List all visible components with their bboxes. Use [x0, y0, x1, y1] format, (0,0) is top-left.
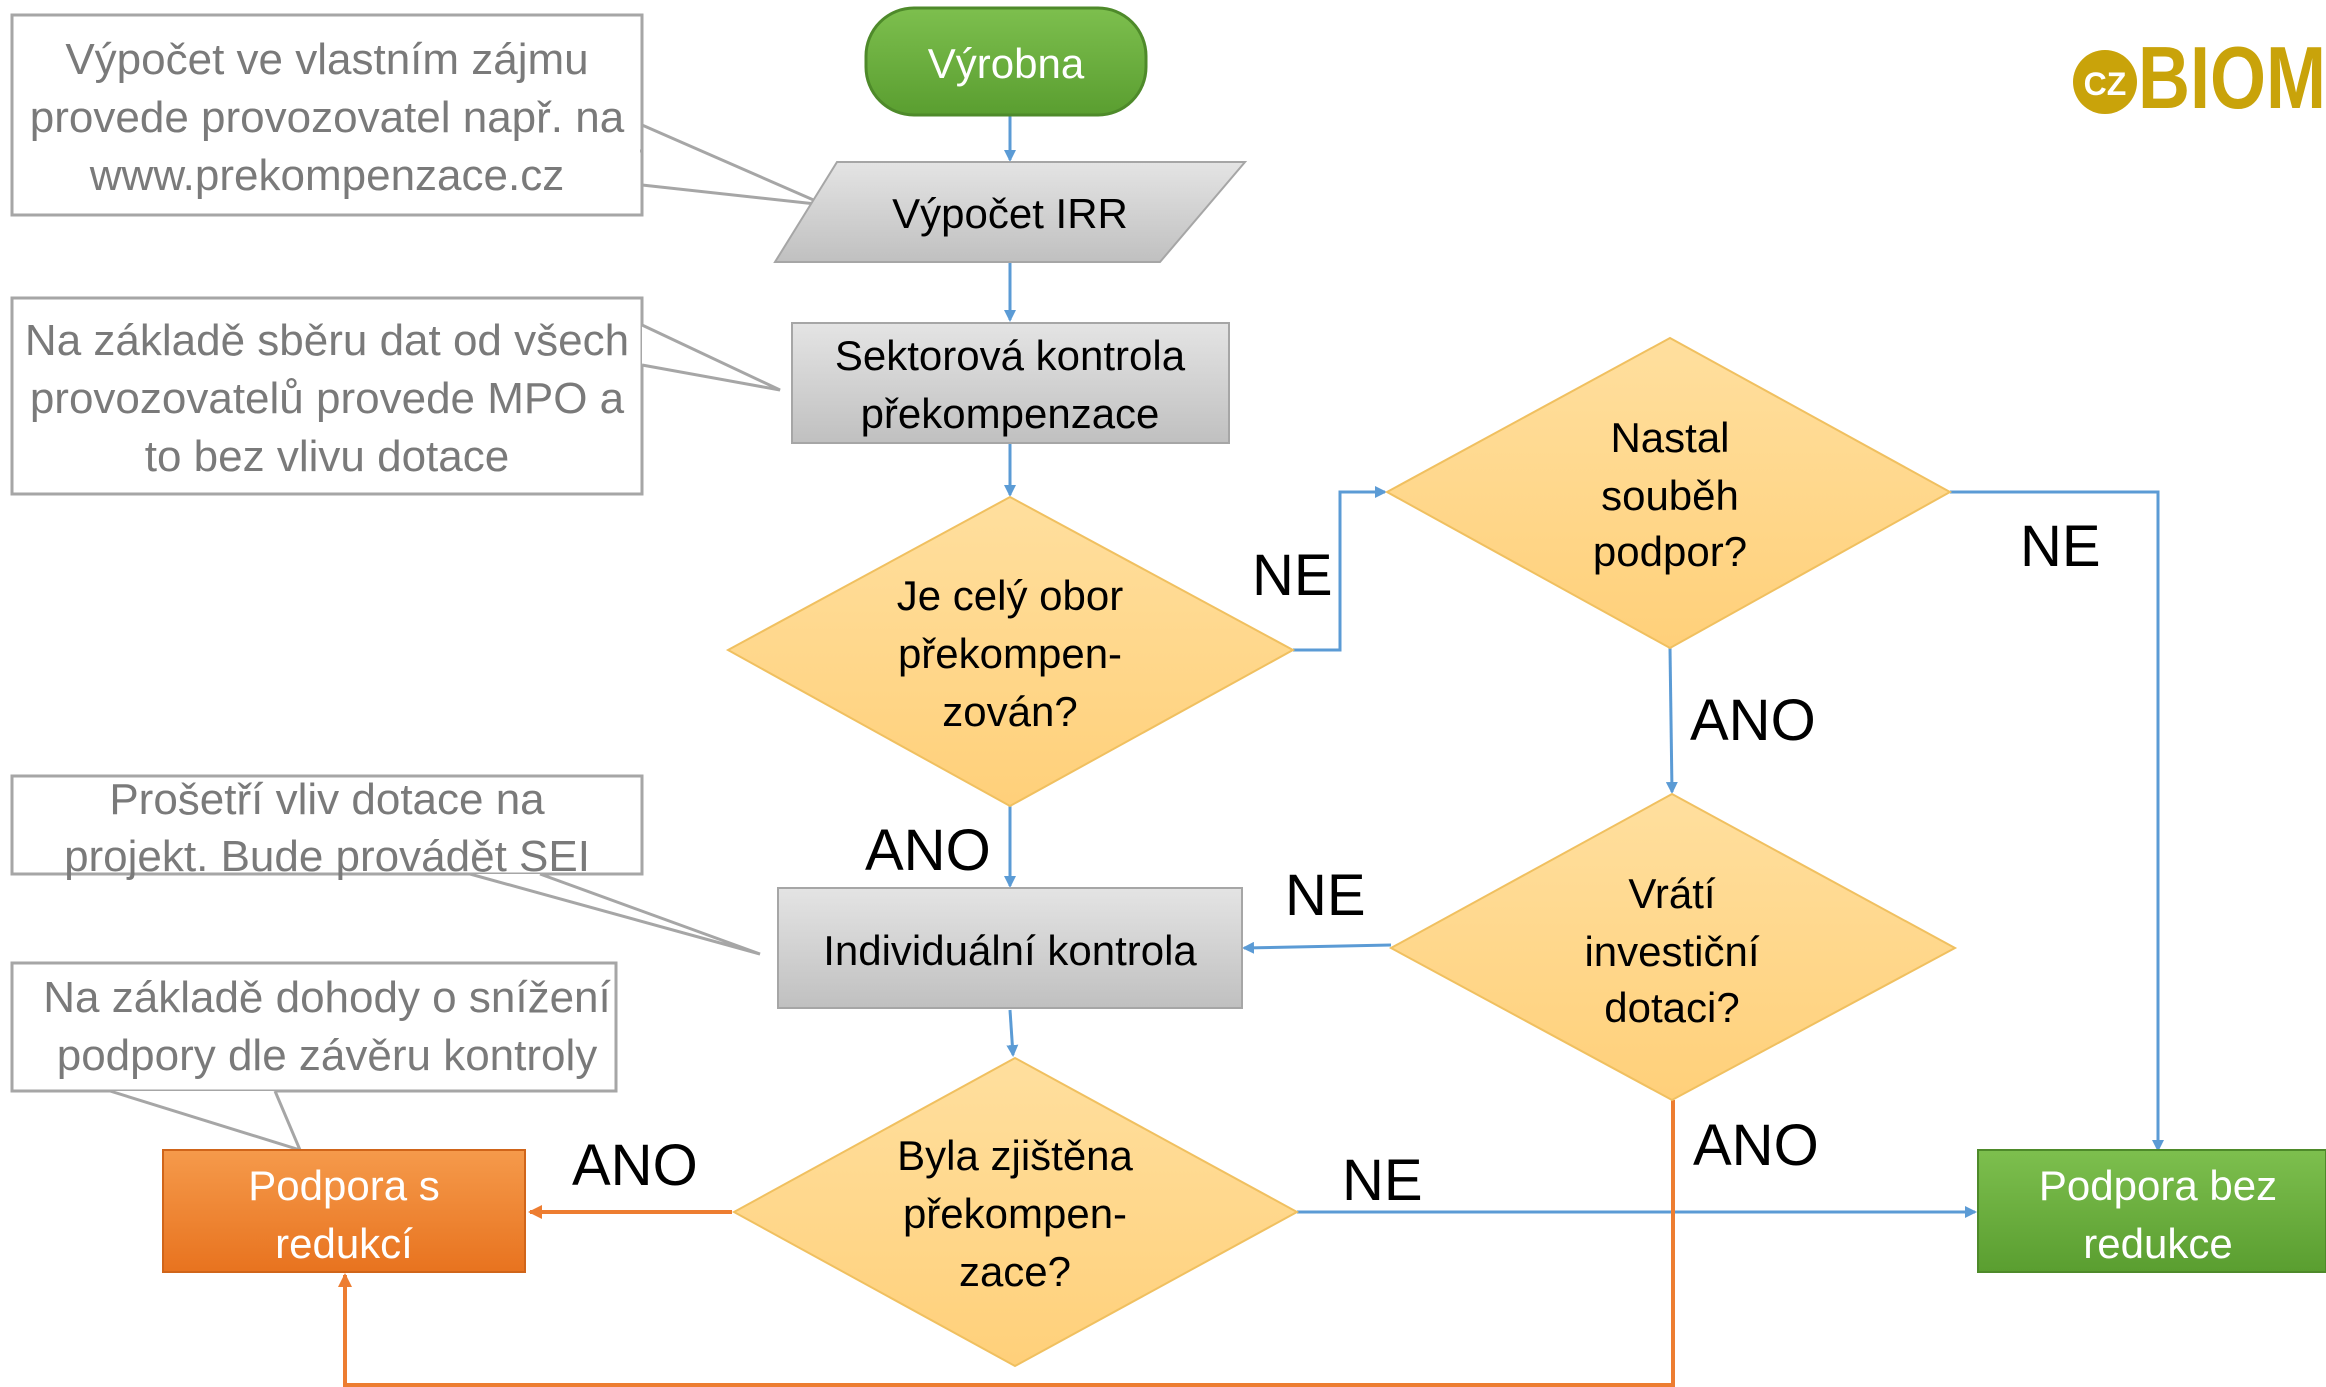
logo: CZ BIOM — [2073, 28, 2326, 127]
decision-return-line-1: Vrátí — [1628, 870, 1715, 917]
decision-found-line-2: překompen- — [903, 1190, 1127, 1237]
decision-sector-line-1: Je celý obor — [897, 572, 1123, 619]
decision-overlap-line-3: podpor? — [1593, 528, 1747, 575]
callout-individual: Prošetří vliv dotace na projekt. Bude pro… — [10, 774, 761, 956]
callout-irr: Výpočet ve vlastním zájmu provede provozo… — [10, 13, 826, 217]
node-sector-line-1: Sektorová kontrola — [835, 332, 1186, 379]
label-ano-overlap: ANO — [1690, 688, 1816, 753]
decision-return-line-3: dotaci? — [1604, 984, 1739, 1031]
node-start-label: Výrobna — [928, 40, 1085, 87]
label-ne-overlap: NE — [2020, 514, 2101, 579]
decision-sector-line-2: překompen- — [898, 630, 1122, 677]
callout-reduction-line-1: Na základě dohody o snížení — [43, 973, 611, 1022]
label-ne-sector: NE — [1252, 543, 1333, 608]
callout-reduction: Na základě dohody o snížení podpory dle z… — [10, 961, 618, 1153]
connector-individual-found — [1006, 1009, 1019, 1057]
label-ano-found: ANO — [572, 1133, 698, 1198]
callout-individual-line-2: projekt. Bude provádět SEI — [64, 832, 590, 881]
node-reduced-line-2: redukcí — [275, 1220, 413, 1267]
decision-return-line-2: investiční — [1584, 928, 1759, 975]
decision-return: Vrátí investiční dotaci? — [1388, 792, 1958, 1102]
connector-overlap-return — [1665, 647, 1678, 794]
decision-overlap-line-2: souběh — [1601, 472, 1739, 519]
node-reduced: Podpora s redukcí — [162, 1149, 526, 1273]
node-unreduced: Podpora bez redukce — [1977, 1149, 2326, 1273]
logo-circle-icon — [2073, 50, 2137, 114]
decision-overlap-line-1: Nastal — [1610, 414, 1729, 461]
connector-sector-overlap — [1293, 486, 1387, 652]
label-ano-sector: ANO — [865, 818, 991, 883]
connector-overlap-unreduced — [1950, 490, 2164, 1152]
callout-reduction-line-2: podpory dle závěru kontroly — [57, 1031, 598, 1080]
callout-sector-line-3: to bez vlivu dotace — [145, 432, 509, 481]
connector-return-individual — [1242, 941, 1392, 954]
callout-sector-line-2: provozovatelů provede MPO a — [30, 374, 625, 423]
node-irr: Výpočet IRR — [773, 161, 1248, 263]
callout-individual-line-1: Prošetří vliv dotace na — [109, 775, 545, 824]
decision-overlap: Nastal souběh podpor? — [1384, 336, 1953, 650]
node-irr-label: Výpočet IRR — [892, 190, 1128, 237]
node-sector-line-2: překompenzace — [861, 390, 1160, 437]
decision-sector-line-3: zován? — [942, 688, 1077, 735]
logo-prefix: CZ — [2084, 66, 2127, 102]
label-ano-return: ANO — [1693, 1113, 1819, 1178]
connector-return-reduced — [338, 1100, 1675, 1387]
node-unreduced-line-1: Podpora bez — [2039, 1162, 2277, 1209]
node-unreduced-line-2: redukce — [2083, 1220, 2232, 1267]
node-individual-label: Individuální kontrola — [823, 927, 1197, 974]
connectors-orange — [338, 1100, 1675, 1387]
node-individual: Individuální kontrola — [777, 887, 1243, 1009]
callout-sector: Na základě sběru dat od všech provozovate… — [10, 296, 781, 496]
decision-found-line-3: zace? — [959, 1248, 1071, 1295]
node-start: Výrobna — [864, 6, 1148, 117]
node-sector: Sektorová kontrola překompenzace — [791, 322, 1230, 444]
callout-irr-line-3: www.prekompenzace.cz — [89, 151, 564, 200]
decision-found-line-1: Byla zjištěna — [897, 1132, 1133, 1179]
label-ne-found: NE — [1342, 1148, 1423, 1213]
label-ne-return: NE — [1285, 863, 1366, 928]
callout-sector-line-1: Na základě sběru dat od všech — [25, 316, 629, 365]
connectors-blue — [1004, 115, 2164, 1218]
decision-sector: Je celý obor překompen-zován? — [725, 495, 1296, 808]
callout-irr-line-2: provede provozovatel např. na — [30, 93, 625, 142]
callout-irr-line-1: Výpočet ve vlastním zájmu — [65, 35, 588, 84]
branch-labels: NE ANO NE ANO NE ANO ANO NE — [572, 514, 2101, 1213]
node-reduced-line-1: Podpora s — [248, 1162, 439, 1209]
logo-text: BIOM — [2138, 28, 2326, 127]
decision-found: Byla zjištěna překompen-zace? — [731, 1056, 1300, 1368]
